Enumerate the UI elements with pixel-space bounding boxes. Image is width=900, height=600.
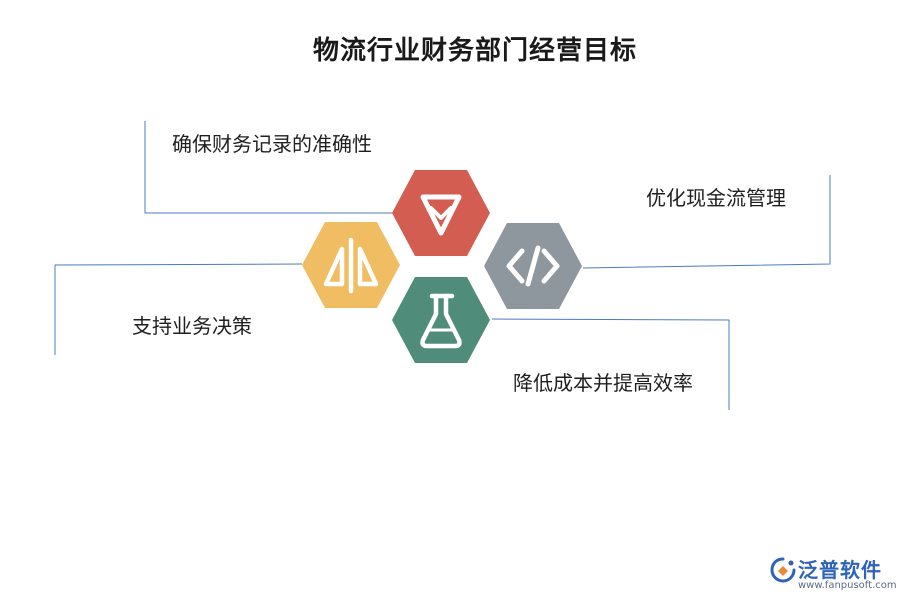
hexagon-item-4	[392, 277, 490, 363]
brand-name: 泛普软件	[798, 558, 882, 582]
page-title: 物流行业财务部门经营目标	[312, 36, 637, 66]
brand-logo: 泛普软件 www.fanpusoft.com	[768, 553, 897, 597]
flask-icon	[420, 293, 462, 349]
hexagon-item-2	[484, 223, 582, 309]
diamond-icon	[420, 194, 462, 236]
hexagon-item-1	[392, 170, 490, 256]
code-icon	[506, 245, 560, 287]
connector-line-3	[54, 263, 303, 355]
balance-icon	[323, 237, 379, 294]
goal-label-4: 降低成本并提高效率	[513, 371, 693, 395]
fanpu-logo-icon	[770, 557, 796, 583]
goal-label-3: 支持业务决策	[132, 314, 252, 338]
connector-line-2	[582, 175, 831, 269]
goal-label-2: 优化现金流管理	[646, 186, 786, 210]
connector-line-4	[491, 318, 730, 410]
brand-url: www.fanpusoft.com	[798, 580, 897, 591]
connector-lines	[54, 121, 831, 410]
hexagon-item-3	[302, 222, 400, 308]
goal-label-1: 确保财务记录的准确性	[172, 132, 372, 156]
connector-line-1	[144, 121, 393, 214]
